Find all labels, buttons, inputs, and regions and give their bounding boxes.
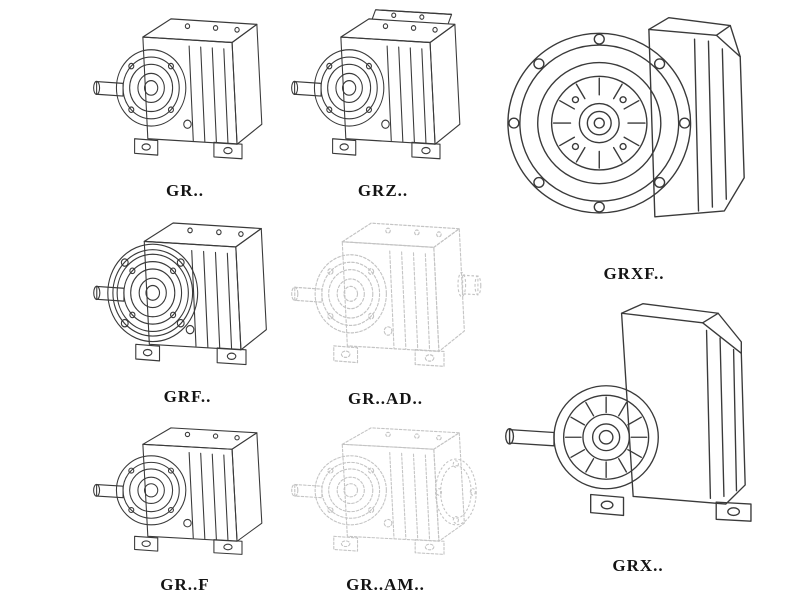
- gearbox-label-gr: GR..: [166, 181, 204, 200]
- gearbox-drawing-grx: [498, 298, 778, 546]
- gearbox-drawing-gr: [90, 8, 280, 176]
- gearbox-drawing-grf: [90, 212, 285, 382]
- gearbox-label-grz: GRZ..: [357, 181, 409, 200]
- gearbox-figure-gr: GR..: [90, 8, 280, 201]
- gearbox-drawing-gram: [288, 418, 483, 570]
- gearbox-label-grx: GRX..: [612, 556, 664, 575]
- gearbox-figure-grf: GRF..: [90, 212, 285, 407]
- gearbox-figure-grxf: GRXF..: [500, 6, 768, 284]
- gearbox-label-gram: GR..AM..: [346, 575, 425, 594]
- gearbox-label-grf: GRF..: [163, 387, 212, 406]
- gearbox-drawing-grad: [288, 212, 483, 384]
- gearbox-figure-grx: GRX..: [498, 298, 778, 576]
- gearbox-figure-grdotf: GR..F: [90, 418, 280, 595]
- gearbox-drawing-grxf: [500, 6, 768, 250]
- gearbox-drawing-grz: [288, 8, 478, 176]
- gearbox-label-grad: GR..AD..: [347, 389, 424, 408]
- gearbox-drawing-grdotf: [90, 418, 280, 570]
- gearbox-figure-grad: GR..AD..: [288, 212, 483, 409]
- gearbox-figure-gram: GR..AM..: [288, 418, 483, 595]
- gearbox-figure-grz: GRZ..: [288, 8, 478, 201]
- gearbox-label-grdotf: GR..F: [160, 575, 210, 594]
- gearbox-label-grxf: GRXF..: [603, 264, 665, 283]
